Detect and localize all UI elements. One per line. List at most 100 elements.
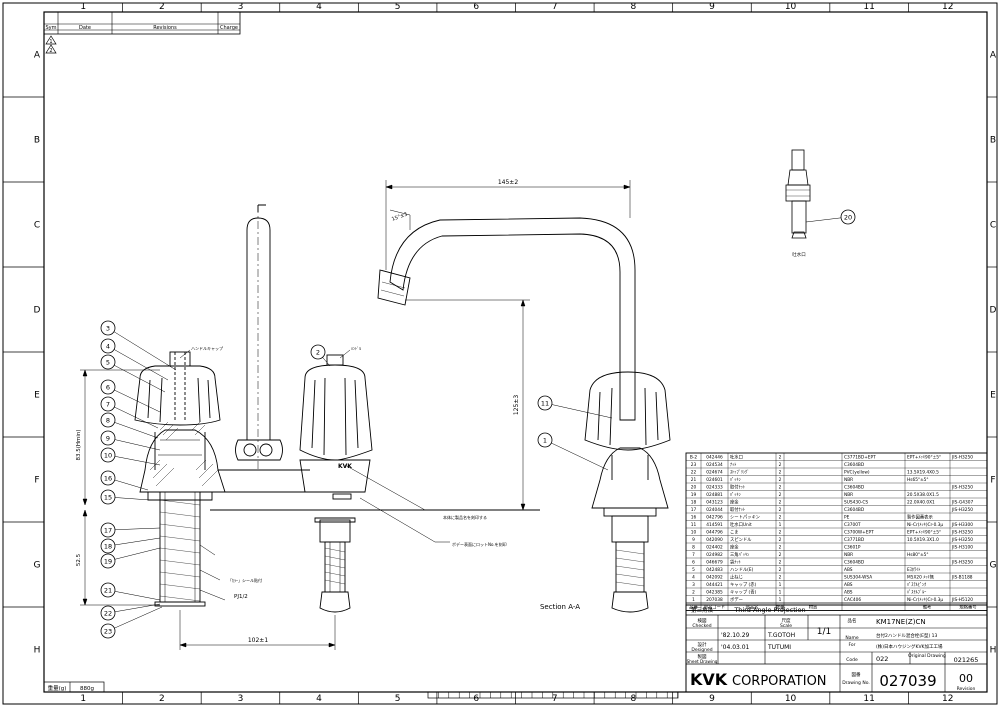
title-block <box>685 604 988 693</box>
bom-cell: シートパッキン <box>730 515 760 521</box>
date-2: '04.03.01 <box>721 644 750 651</box>
dim-base-width: 102±1 <box>248 637 268 644</box>
callout-circle <box>100 553 116 569</box>
bom-cell: 2 <box>779 567 782 573</box>
bom-cell: 吐水口Unit <box>730 521 752 528</box>
bom-cell: EPT+ﾒｯｷ90°±5° <box>907 455 941 461</box>
bom-cell: B-2 <box>690 455 697 461</box>
model-number: KM17NE(Z)CN <box>876 618 926 626</box>
note-body-1: 本体に製品名を刻印する <box>443 514 487 520</box>
bom-cell: 207038 <box>706 597 723 603</box>
bom-cell: 座金 <box>730 544 739 551</box>
bom-cell: 043123 <box>706 500 723 506</box>
callout-circle <box>100 338 116 354</box>
callout-number: 11 <box>541 399 549 407</box>
row-mark: C <box>34 221 40 231</box>
bom-header-cell: 品番 <box>689 604 698 611</box>
rev-header-sym: Sym <box>45 25 56 31</box>
bom-cell: 042796 <box>706 515 723 521</box>
bom-cell: こま <box>730 530 739 536</box>
body-kvk-mark: KVK <box>338 463 352 470</box>
bom-cell: 2 <box>779 462 782 468</box>
bom-cell: C3771BD <box>844 537 865 543</box>
column-mark: 2 <box>159 694 165 704</box>
bom-cell: C3601P <box>844 545 861 551</box>
rev-triangle-2 <box>45 44 57 54</box>
note-leaders <box>179 349 450 601</box>
bom-cell: 042092 <box>706 575 723 581</box>
bom-cell: 取付ﾅｯﾄ <box>730 484 745 491</box>
scale-label: 尺度 <box>782 617 791 624</box>
callout-circle <box>840 209 856 225</box>
bom-cell: 4 <box>692 575 695 581</box>
bom-cell: Ni-Cr(ﾒｯｷ)Cr-0.3μ <box>907 597 943 603</box>
row-mark: H <box>990 646 997 656</box>
note-handle: ﾊﾝﾄﾞﾙ <box>351 346 361 351</box>
side-view <box>377 217 671 613</box>
projection-en: Third Angle Projection <box>733 606 805 614</box>
bom-cell: 取付ﾅｯﾄ <box>730 506 745 513</box>
row-mark: A <box>990 51 997 61</box>
bom-cell: 20.5X38.0X1.5 <box>907 492 939 498</box>
bom-cell: JIS-H3250 <box>951 560 973 566</box>
revision-table: Sym Date Revisions Charge 1 2 <box>43 11 241 54</box>
bom-cell: 10 <box>691 530 697 536</box>
bom-cell: キャップ (赤) <box>730 582 757 588</box>
bom-cell: ABS <box>844 567 853 573</box>
bom-cell: 2 <box>779 455 782 461</box>
weight-box: 重量(g) 880g <box>43 681 105 693</box>
company-logo: KVK <box>690 670 728 689</box>
bom-cell: C3604BD <box>844 485 865 491</box>
column-mark: 1 <box>80 2 86 12</box>
bom-cell: 22.0X40.0X1 <box>907 500 935 506</box>
callout-number: 8 <box>106 416 110 424</box>
checked-label: 検図 <box>698 617 707 624</box>
callout-circle <box>100 412 116 428</box>
bom-cell: 21 <box>691 477 697 483</box>
code-value: 022 <box>876 655 888 663</box>
bom-cell: JIS-H5120 <box>951 597 973 603</box>
row-mark: F <box>34 476 39 486</box>
bom-cell: 19 <box>691 492 697 498</box>
bom-cell: CAC406 <box>844 597 861 603</box>
bom-cell: 1 <box>779 590 782 596</box>
column-mark: 5 <box>395 694 401 704</box>
bom-cell: Eｽﾎﾜｲﾄ <box>907 567 920 573</box>
scale-en: Scale <box>780 623 792 629</box>
bom-cell: 1 <box>692 597 695 603</box>
bom-cell: M5X20 ﾒｯｷ無 <box>907 574 935 581</box>
bom-cell: NBR <box>844 492 853 498</box>
callout-circle <box>100 354 116 370</box>
bom-cell: 2 <box>779 552 782 558</box>
name-en: Name <box>845 635 859 641</box>
bom-cell: 17 <box>691 507 697 513</box>
callout-circle <box>100 320 116 336</box>
callout-circle <box>100 538 116 554</box>
callout-circle <box>100 605 116 621</box>
bom-cell: 袋ﾅｯﾄ <box>730 559 741 566</box>
projection-label: 第三角法 <box>691 606 714 614</box>
row-mark: H <box>34 646 41 656</box>
row-mark: B <box>34 136 40 146</box>
bom-cell: C3604BD <box>844 462 865 468</box>
bom-cell: 22 <box>691 470 697 476</box>
bom-cell: ﾊﾟｽﾃﾙﾌﾞﾙｰ <box>907 589 926 596</box>
callout-circle <box>100 522 116 538</box>
column-mark: 10 <box>785 694 797 704</box>
scale-value: 1/1 <box>817 627 831 637</box>
person-2: TUTUMI <box>767 644 791 651</box>
weight-value: 880g <box>80 686 94 692</box>
callout-circle <box>310 344 326 360</box>
rev-mark-2: 2 <box>49 48 52 54</box>
person-1: T.GOTOH <box>767 632 795 639</box>
bom-cell: C3604BD <box>844 507 865 513</box>
designed-en: Designed <box>691 647 712 653</box>
bom-cell: 2 <box>779 492 782 498</box>
bom-cell: 044421 <box>706 582 723 588</box>
column-mark: 5 <box>395 2 401 12</box>
row-mark: G <box>34 561 41 571</box>
bom-cell: 吐水口 <box>730 454 743 461</box>
date-1: '82.10.29 <box>721 632 750 639</box>
bom-cell: 2 <box>779 500 782 506</box>
